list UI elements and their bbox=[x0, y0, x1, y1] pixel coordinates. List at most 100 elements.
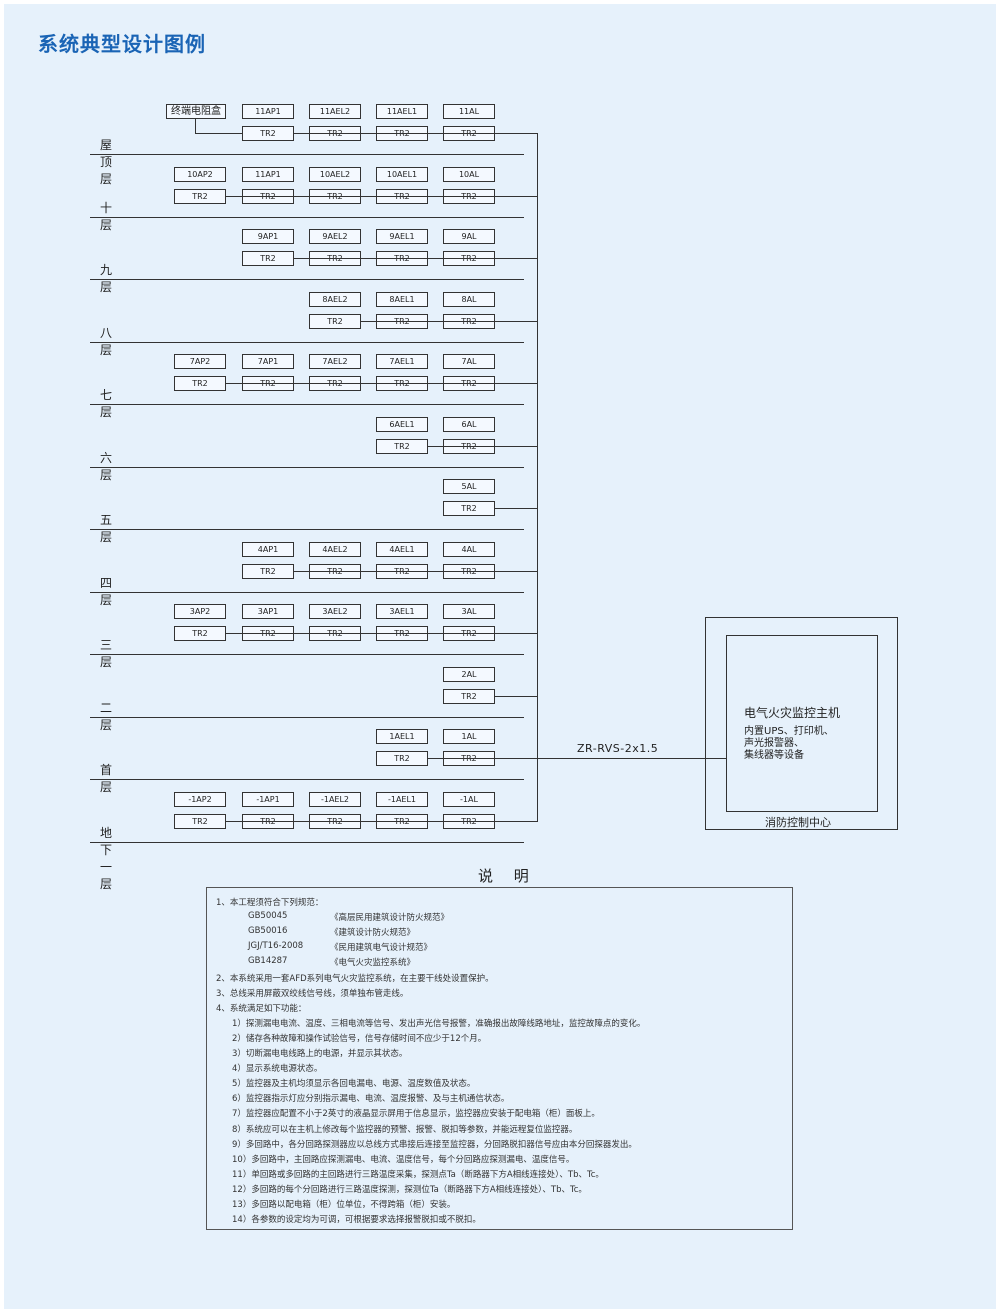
bus-connector-line bbox=[226, 383, 537, 384]
floor-line bbox=[90, 779, 524, 780]
tr2-module-box: TR2 bbox=[376, 438, 428, 454]
device-box: 4AEL1 bbox=[376, 541, 428, 557]
device-box: 4AEL2 bbox=[309, 541, 361, 557]
tr2-module-box: TR2 bbox=[242, 126, 294, 141]
note-spec-code: JGJ/T16-2008 bbox=[248, 941, 304, 952]
device-box: 11AEL2 bbox=[309, 104, 361, 119]
note-line: 13）多回路以配电箱（柜）位单位，不得跨箱（柜）安装。 bbox=[232, 1200, 456, 1210]
floor-label: 七层 bbox=[100, 388, 113, 419]
device-box: 9AL bbox=[443, 229, 495, 244]
device-box: 8AEL2 bbox=[309, 291, 361, 307]
device-box: 3AP1 bbox=[242, 604, 294, 619]
device-box: 10AEL2 bbox=[309, 166, 361, 182]
tr2-module-box: TR2 bbox=[443, 688, 495, 704]
bus-connector-line bbox=[495, 695, 537, 697]
bus-connector-line bbox=[294, 570, 537, 572]
bus-connector-line bbox=[226, 633, 537, 634]
signal-cable-line bbox=[537, 758, 726, 759]
note-line: 3）切断漏电电线路上的电源，并显示其状态。 bbox=[232, 1049, 408, 1059]
connector-line bbox=[195, 119, 196, 133]
bus-connector-line bbox=[495, 508, 537, 509]
device-box: 3AEL1 bbox=[376, 604, 428, 619]
note-line: 9）多回路中，各分回路探测器应以总线方式串接后连接至监控器，分回路脱扣器信号应由… bbox=[232, 1139, 637, 1150]
device-box: 8AL bbox=[443, 291, 495, 307]
note-line: 1）探测漏电电流、温度、三相电流等信号、发出声光信号报警，准确报出故障线路地址，… bbox=[232, 1018, 646, 1029]
device-box: -1AP2 bbox=[174, 791, 226, 807]
tr2-module-box: TR2 bbox=[309, 313, 361, 329]
note-line: 10）多回路中，主回路应探测漏电、电流、温度信号，每个分回路应探测漏电、温度信号… bbox=[232, 1154, 575, 1165]
host-line: 声光报警器、 bbox=[744, 738, 804, 749]
note-spec-name: 《高层民用建筑设计防火规范》 bbox=[330, 913, 450, 924]
device-box: 6AEL1 bbox=[376, 416, 428, 432]
device-box: 11AEL1 bbox=[376, 104, 428, 119]
floor-line bbox=[90, 529, 524, 530]
floor-line bbox=[90, 154, 524, 155]
bus-connector-line bbox=[428, 445, 537, 447]
device-box: 7AL bbox=[443, 354, 495, 369]
note-spec-name: 《建筑设计防火规范》 bbox=[330, 928, 416, 939]
device-box: 11AP1 bbox=[242, 166, 294, 182]
note-line: 2、本系统采用一套AFD系列电气火灾监控系统，在主要干线处设置保护。 bbox=[216, 973, 494, 984]
floor-label: 二层 bbox=[100, 700, 113, 732]
tr2-module-box: TR2 bbox=[174, 376, 226, 391]
device-box: 2AL bbox=[443, 666, 495, 682]
device-box: 11AL bbox=[443, 104, 495, 119]
device-box: -1AEL2 bbox=[309, 791, 361, 807]
floor-line bbox=[90, 716, 524, 718]
floor-label: 六层 bbox=[100, 450, 113, 482]
note-line: 4、系统满足如下功能： bbox=[216, 1003, 307, 1014]
terminal-resistor-box: 终端电阻盒 bbox=[166, 104, 226, 119]
bus-connector-line bbox=[226, 820, 537, 822]
bus-connector-line bbox=[428, 758, 537, 759]
floor-line bbox=[90, 216, 524, 218]
floor-line bbox=[90, 841, 524, 843]
note-spec-name: 《电气火灾监控系统》 bbox=[330, 958, 416, 969]
note-line: 5）监控器及主机均须显示各回电漏电、电源、温度数值及状态。 bbox=[232, 1079, 476, 1090]
note-spec-code: GB50016 bbox=[248, 926, 288, 937]
device-box: 1AL bbox=[443, 729, 495, 744]
floor-label: 地下一层 bbox=[100, 825, 113, 891]
vertical-bus-line bbox=[537, 133, 538, 822]
page-title: 系统典型设计图例 bbox=[38, 32, 206, 56]
note-line: 8）系统应可以在主机上修改每个监控器的预警、报警、脱扣等参数，并能远程复位监控器… bbox=[232, 1124, 578, 1135]
device-box: 7AP1 bbox=[242, 354, 294, 369]
device-box: 7AP2 bbox=[174, 354, 226, 369]
floor-label: 三层 bbox=[100, 638, 113, 669]
note-spec-name: 《民用建筑电气设计规范》 bbox=[330, 943, 433, 954]
device-box: 3AEL2 bbox=[309, 604, 361, 619]
bus-connector-line bbox=[226, 195, 537, 197]
tr2-module-box: TR2 bbox=[242, 563, 294, 579]
device-box: 7AEL2 bbox=[309, 354, 361, 369]
floor-label: 四层 bbox=[100, 575, 113, 607]
device-box: -1AP1 bbox=[242, 791, 294, 807]
page-background bbox=[4, 4, 996, 1309]
floor-label: 九层 bbox=[100, 263, 113, 294]
tr2-module-box: TR2 bbox=[174, 626, 226, 641]
device-box: 5AL bbox=[443, 479, 495, 494]
note-line: 11）单回路或多回路的主回路进行三路温度采集，探测点Ta（断路器下方A相线连接处… bbox=[232, 1169, 604, 1180]
note-spec-code: GB50045 bbox=[248, 911, 288, 922]
device-box: 3AP2 bbox=[174, 604, 226, 619]
note-line: 2）储存各种故障和操作试验信号，信号存储时间不应少于12个月。 bbox=[232, 1033, 487, 1044]
tr2-module-box: TR2 bbox=[242, 251, 294, 266]
floor-line bbox=[90, 341, 524, 343]
floor-line bbox=[90, 279, 524, 280]
host-line: 内置UPS、打印机、 bbox=[744, 726, 834, 737]
note-line: 7）监控器应配置不小于2英寸的液晶显示屏用于信息显示，监控器应安装于配电箱（柜）… bbox=[232, 1109, 600, 1120]
device-box: 11AP1 bbox=[242, 104, 294, 119]
host-line: 集线器等设备 bbox=[744, 750, 804, 761]
bus-connector-line bbox=[294, 258, 537, 259]
device-box: 1AEL1 bbox=[376, 729, 428, 744]
floor-line bbox=[90, 591, 524, 593]
bus-connector-line bbox=[361, 320, 537, 322]
device-box: 10AP2 bbox=[174, 166, 226, 182]
tr2-module-box: TR2 bbox=[174, 188, 226, 204]
note-line: 1、本工程须符合下列规范： bbox=[216, 898, 324, 908]
note-line: 14）各参数的设定均为可调，可根据要求选择报警脱扣或不脱扣。 bbox=[232, 1215, 481, 1226]
floor-line bbox=[90, 404, 524, 405]
notes-title: 说 明 bbox=[478, 867, 537, 885]
host-title: 电气火灾监控主机 bbox=[744, 706, 841, 720]
device-box: 9AEL1 bbox=[376, 229, 428, 244]
floor-label: 八层 bbox=[100, 325, 113, 357]
fire-control-center-box bbox=[705, 617, 898, 830]
